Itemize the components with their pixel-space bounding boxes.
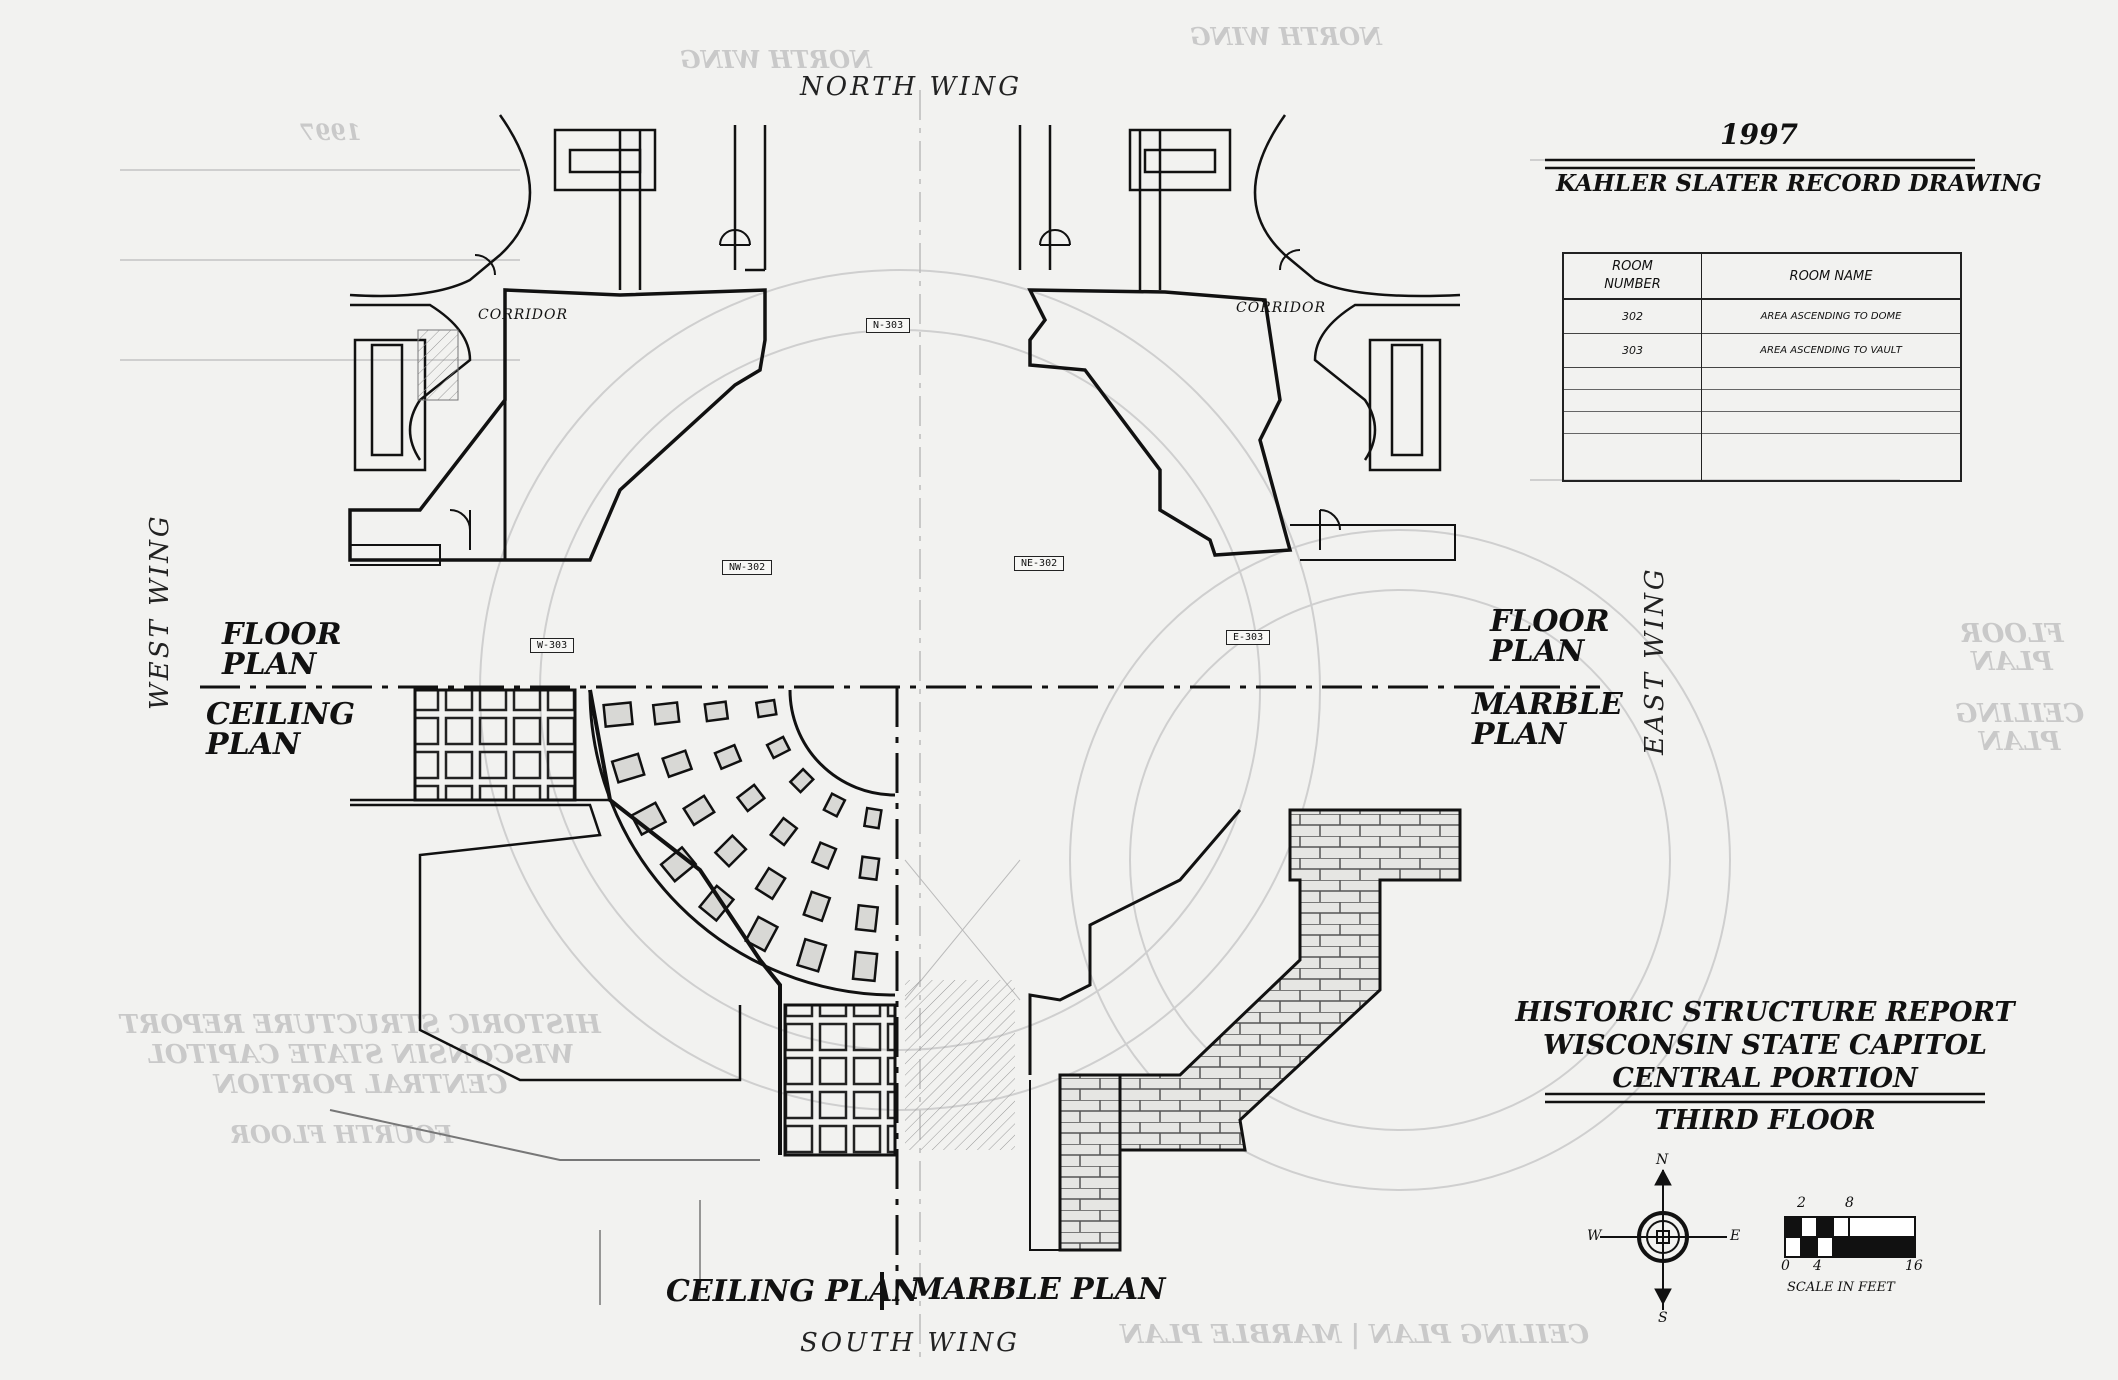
ceiling-plan-label-left: CEILING PLAN (206, 697, 355, 762)
coffer (661, 749, 694, 779)
south-wing-label: SOUTH WING (800, 1328, 1020, 1358)
coffer (854, 903, 880, 933)
room-number-header: ROOM NUMBER (1562, 253, 1702, 299)
marble-plan-label-right: MARBLE PLAN (1472, 687, 1623, 752)
room-tag-nw302: NW-302 (722, 560, 773, 575)
report-line-2: WISCONSIN STATE CAPITOL (1543, 1030, 1987, 1061)
coffer (754, 698, 778, 719)
scale-tick-2: 2 (1797, 1195, 1806, 1211)
floor-title: THIRD FLOOR (1654, 1105, 1876, 1136)
floor-plan-label-left: FLOOR PLAN (222, 617, 342, 682)
room-tag-w303: W-303 (530, 638, 575, 653)
coffer (822, 792, 847, 818)
room-tag-n303: N-303 (866, 318, 911, 333)
scale-bar (1784, 1216, 1916, 1258)
coffer (851, 950, 879, 983)
empty-cell (1701, 367, 1962, 389)
room-schedule-table: ROOM NUMBER ROOM NAME 302 AREA ASCENDING… (1562, 252, 1962, 482)
marble-plan-bottom-label: MARBLE PLAN (910, 1272, 1166, 1307)
empty-cell (1701, 411, 1962, 433)
coffer (858, 855, 881, 882)
scale-caption: SCALE IN FEET (1787, 1280, 1895, 1295)
empty-cell (1562, 411, 1702, 433)
report-line-3: CENTRAL PORTION (1612, 1063, 1918, 1094)
room-tag-e303: E-303 (1226, 630, 1271, 645)
coffer (629, 801, 668, 837)
scale-tick-8: 8 (1845, 1195, 1854, 1211)
table-row: 303 AREA ASCENDING TO VAULT (1562, 333, 1962, 367)
room-name-header: ROOM NAME (1701, 253, 1962, 299)
coffer (802, 890, 832, 923)
east-wing-label: EAST WING (1640, 566, 1670, 755)
scale-tick-16: 16 (1905, 1258, 1923, 1274)
coffer (735, 783, 767, 813)
coffer (651, 701, 681, 726)
scale-tick-0: 0 (1781, 1258, 1790, 1274)
report-line-1: HISTORIC STRUCTURE REPORT (1515, 997, 2015, 1028)
coffer (602, 701, 634, 728)
coffer (862, 806, 883, 830)
coffer (610, 752, 646, 784)
empty-cell (1562, 367, 1702, 389)
coffer (754, 866, 787, 901)
compass-rose (1600, 1168, 1727, 1310)
floor-plan-label-right: FLOOR PLAN (1490, 604, 1610, 669)
empty-cell (1701, 389, 1962, 411)
compass-s: S (1658, 1310, 1668, 1326)
north-wing-label: NORTH WING (800, 72, 1022, 102)
coffer (768, 816, 799, 847)
coffer (810, 840, 838, 871)
compass-n: N (1656, 1152, 1669, 1168)
coffer (743, 915, 780, 953)
coffer (788, 767, 816, 794)
coffer (795, 937, 828, 973)
corridor-label-right: CORRIDOR (1236, 300, 1327, 316)
compass-w: W (1587, 1228, 1602, 1244)
drawing-year: 1997 (1720, 118, 1798, 151)
coffer (713, 833, 748, 868)
drawing-title: KAHLER SLATER RECORD DRAWING (1556, 170, 2042, 197)
compass-e: E (1730, 1228, 1741, 1244)
coffer (765, 735, 792, 760)
empty-cell (1562, 389, 1702, 411)
coffer (713, 743, 743, 771)
scale-tick-4: 4 (1813, 1258, 1822, 1274)
empty-cell (1562, 433, 1702, 481)
room-number-cell: 302 (1562, 299, 1702, 333)
bottom-label-divider (880, 1272, 884, 1310)
ceiling-plan-bottom-label: CEILING PLAN (666, 1274, 920, 1309)
room-tag-ne302: NE-302 (1014, 556, 1065, 571)
coffer (703, 700, 730, 723)
room-name-cell: AREA ASCENDING TO VAULT (1701, 333, 1962, 367)
room-name-cell: AREA ASCENDING TO DOME (1701, 299, 1962, 333)
west-wing-text: WEST WING (145, 513, 175, 710)
report-title: HISTORIC STRUCTURE REPORT WISCONSIN STAT… (1505, 996, 2025, 1095)
ceiling-coffers (602, 698, 883, 983)
corridor-label-left: CORRIDOR (478, 307, 569, 323)
coffer (681, 794, 716, 827)
coffer (659, 845, 698, 883)
empty-cell (1701, 433, 1962, 481)
table-row: 302 AREA ASCENDING TO DOME (1562, 299, 1962, 333)
room-number-cell: 303 (1562, 333, 1702, 367)
